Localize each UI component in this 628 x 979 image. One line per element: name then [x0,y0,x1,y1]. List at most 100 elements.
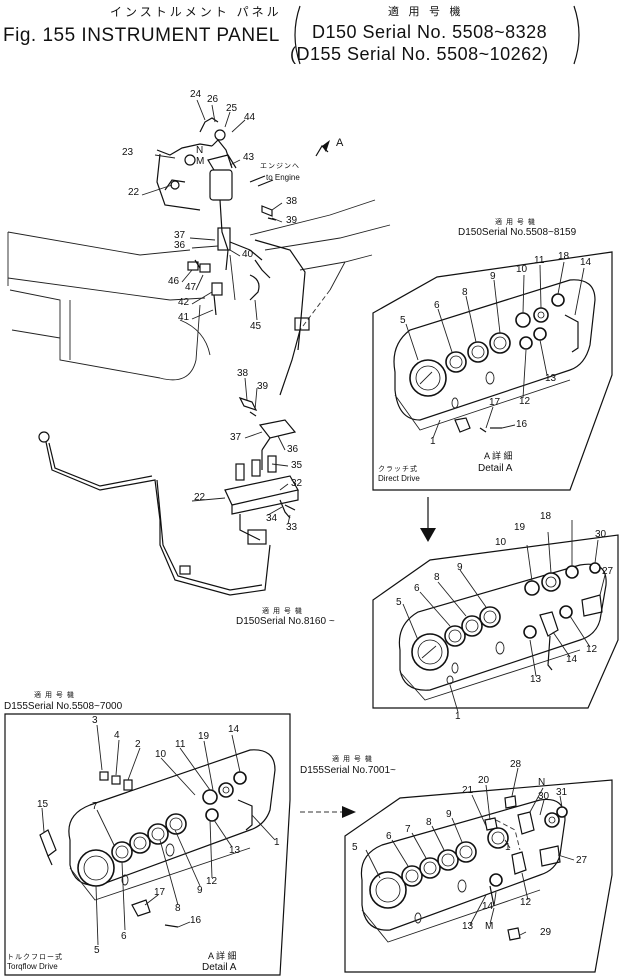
detail-4-panel [360,767,575,943]
callout: 28 [510,759,522,770]
callout: 44 [244,112,256,123]
callout: 41 [178,312,190,323]
detail-1-applic-jp: 適 用 号 機 [495,219,536,226]
callout: 10 [516,264,528,275]
callout: 12 [206,876,218,887]
transition-arrow-1 [420,497,436,542]
detail-1-serial: D150Serial No.5508~8159 [458,227,577,238]
callout: 14 [482,901,494,912]
callout: 13 [229,845,241,856]
header-brackets [294,5,580,65]
detail-3-serial: D155Serial No.5508~7000 [4,701,123,712]
callout: 42 [178,297,190,308]
callout: 14 [228,724,240,735]
view-arrow-label: A [336,137,344,149]
callout: 13 [462,921,474,932]
callout: N [538,777,546,788]
callout: 7 [405,824,411,835]
wire-harness [254,239,310,396]
callout: 16 [516,419,528,430]
figure-title: Fig. 155 INSTRUMENT PANEL [3,25,280,46]
detail-3-applic-jp: 適 用 号 機 [34,692,75,699]
callout: 10 [155,749,167,760]
callout: 7 [92,801,98,812]
callout: 47 [185,282,197,293]
callout: 10 [495,537,507,548]
to-engine-label: to Engine [266,173,300,182]
leader-lines-main [141,99,291,525]
title-japanese: インストルメント パネル [110,5,282,19]
callout: 38 [286,196,298,207]
detail-1-detail-jp: A 詳 細 [484,451,513,461]
callout: 40 [242,249,254,260]
callout: 37 [230,432,242,443]
callout: 4 [114,730,120,741]
to-engine-label-jp: エンジンへ [260,163,300,170]
detail-2-frame [372,534,619,709]
callout: 24 [190,89,202,100]
callout: 19 [198,731,210,742]
callout: 5 [400,315,406,326]
detail-1-frame [372,251,613,491]
detail-3-frame [4,713,291,976]
callout: 9 [197,885,203,896]
callout: 12 [519,396,531,407]
callout: 13 [545,373,557,384]
callout: 45 [250,321,262,332]
callout: M [485,921,494,932]
callout: 46 [168,276,180,287]
callout: 1 [505,842,511,853]
callout: 32 [291,478,303,489]
callout: 12 [520,897,532,908]
callout: 11 [534,255,545,266]
callout: 1 [455,711,461,722]
callout: M [196,156,205,167]
detail-1-type-jp: クラッチ式 [378,466,418,473]
callout: 9 [490,271,496,282]
callout: 20 [478,775,490,786]
callout: 27 [602,566,614,577]
callout: 5 [396,597,402,608]
callout: 14 [580,257,592,268]
callout: 35 [291,460,303,471]
callout: 11 [175,739,186,750]
detail-3-panel [39,724,276,946]
detail-2-panel [398,520,607,713]
callout: 39 [257,381,269,392]
callout: 8 [462,287,468,298]
detail-3-type-jp: トルクフロー式 [7,954,63,961]
bracket-lower [238,396,297,470]
callout: 5 [94,945,100,956]
callout: 29 [540,927,552,938]
callout: 6 [386,831,392,842]
callout: 6 [434,300,440,311]
callout: 5 [352,842,358,853]
dashboard-body-outline [7,199,391,381]
callout: 36 [287,444,299,455]
callout: 1 [274,837,280,848]
callout: 17 [154,887,166,898]
callout: 30 [595,529,607,540]
callout: 27 [576,855,588,866]
callout: 8 [434,572,440,583]
detail-4-applic-jp: 適 用 号 機 [332,756,373,763]
callout: 25 [226,103,238,114]
callout: 33 [286,522,298,533]
transition-arrow-2 [300,806,356,818]
serial-range-d150: D150 Serial No. 5508~8328 [312,22,548,42]
callout: 26 [207,94,219,105]
callout: 36 [174,240,186,251]
callout: 31 [556,787,568,798]
callout: 6 [414,583,420,594]
callout: 38 [237,368,249,379]
detail-1-detail: Detail A [478,463,513,474]
serial-range-d155: (D155 Serial No. 5508~10262) [290,44,549,64]
detail-4-frame [344,779,613,973]
detail-1-type: Direct Drive [378,474,420,483]
callout: 43 [243,152,255,163]
callout: N [196,145,204,156]
detail-1-panel [393,261,596,439]
fasteners-upper [187,205,277,316]
detail-3-detail: Detail A [202,962,237,973]
